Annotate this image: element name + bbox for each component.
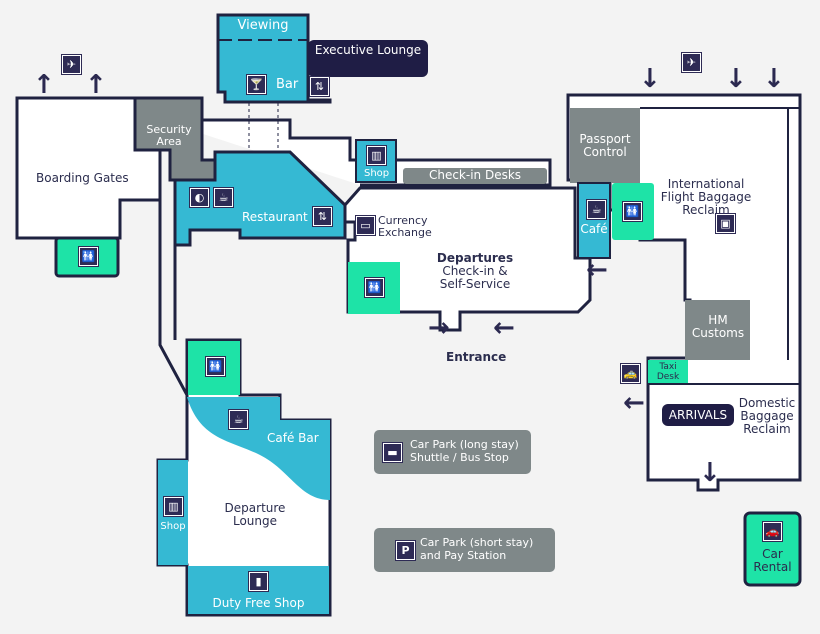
car-rental-label: Car Rental [753, 547, 792, 575]
arrow-left-icon: ← [623, 388, 645, 418]
baggage-icon: ▣ [716, 214, 735, 233]
restaurant-label: Restaurant [242, 210, 308, 224]
entrance-label: Entrance [446, 350, 507, 364]
plate-cutlery-icon: ◐ [190, 188, 209, 207]
car-park-long-stay[interactable]: ▬ Car Park (long stay) Shuttle / Bus Sto… [374, 430, 531, 474]
toilets-icon: 🚻 [623, 202, 642, 221]
coffee-cup-icon: ☕ [587, 200, 606, 219]
passport-control-area [570, 108, 640, 183]
domestic-baggage-label: Domestic Baggage Reclaim [738, 396, 796, 437]
corridor-south [158, 200, 189, 396]
arrow-right-icon: → [428, 313, 450, 343]
check-in-desks-bar [403, 168, 547, 184]
viewing-label: Viewing [237, 18, 289, 33]
taxi-icon: 🚕 [621, 364, 640, 383]
car-park-long-label: Car Park (long stay) Shuttle / Bus Stop [410, 438, 519, 464]
departures-sub1: Check-in & [442, 264, 508, 278]
banknote-icon: ▭ [356, 216, 375, 235]
check-in-desks-label: Check-in Desks [428, 168, 522, 182]
shop-left-label: Shop [160, 521, 186, 532]
arrivals-label[interactable]: ARRIVALS [662, 404, 734, 426]
taxi-desk-label: Taxi Desk [656, 362, 680, 382]
passport-control-label: Passport Control [579, 132, 631, 160]
boarding-gates-label: Boarding Gates [36, 171, 129, 185]
parking-icon: P [396, 541, 415, 560]
car-park-short-label: Car Park (short stay) and Pay Station [420, 536, 534, 562]
hm-customs-label: HM Customs [691, 313, 745, 341]
departure-lounge-label: Departure Lounge [224, 501, 286, 529]
taxi-desk-area [648, 360, 688, 383]
plane-takeoff-icon: ✈ [62, 55, 81, 74]
car-rental-icon: 🚗 [763, 522, 782, 541]
security-area-label: Security Area [146, 123, 192, 149]
intl-baggage-label: International Flight Baggage Reclaim [660, 177, 752, 218]
arrow-left-icon: ← [586, 255, 608, 285]
lift-icon: ⇅ [313, 207, 332, 226]
arrow-down-icon: ↓ [639, 64, 661, 94]
plane-landing-icon: ✈ [682, 53, 701, 72]
arrow-left-icon: ← [493, 313, 515, 343]
cafe-right-label: Café [580, 222, 608, 236]
cafe-bar-label: Café Bar [267, 431, 319, 445]
cafe-right-area [577, 182, 611, 259]
car-rental-area [743, 511, 802, 587]
arrow-down-icon: ↓ [699, 458, 721, 488]
bottles-icon: ▮ [249, 572, 268, 591]
cafe-bar-area [187, 397, 330, 500]
toilets-icon: 🚻 [365, 278, 384, 297]
bar-label: Bar [276, 77, 299, 92]
arrow-down-icon: ↓ [725, 64, 747, 94]
coffee-cup-icon: ☕ [214, 188, 233, 207]
coffee-cup-icon: ☕ [229, 410, 248, 429]
shop-top-label: Shop [364, 168, 390, 179]
car-park-short-stay[interactable]: P Car Park (short stay) and Pay Station [374, 528, 555, 572]
arrow-down-icon: ↓ [763, 64, 785, 94]
hm-customs-area [685, 300, 750, 360]
restaurant-area [173, 150, 347, 247]
bus-icon: ▬ [383, 443, 402, 462]
currency-exchange-label: Currency Exchange [378, 214, 432, 239]
arrow-up-icon: ↑ [85, 70, 107, 100]
departures-label: Departures [436, 251, 514, 265]
duty-free-label: Duty Free Shop [212, 596, 305, 610]
shopping-bag-icon: ▥ [164, 497, 183, 516]
departures-sub2: Self-Service [439, 277, 511, 291]
arrow-up-icon: ↑ [33, 70, 55, 100]
cocktail-icon: 🍸 [247, 75, 266, 94]
toilets-icon: 🚻 [206, 357, 225, 376]
executive-lounge-label[interactable]: Executive Lounge [308, 40, 428, 77]
shopping-bag-icon: ▥ [367, 146, 386, 165]
lift-icon: ⇅ [310, 77, 329, 96]
toilets-icon: 🚻 [79, 247, 98, 266]
